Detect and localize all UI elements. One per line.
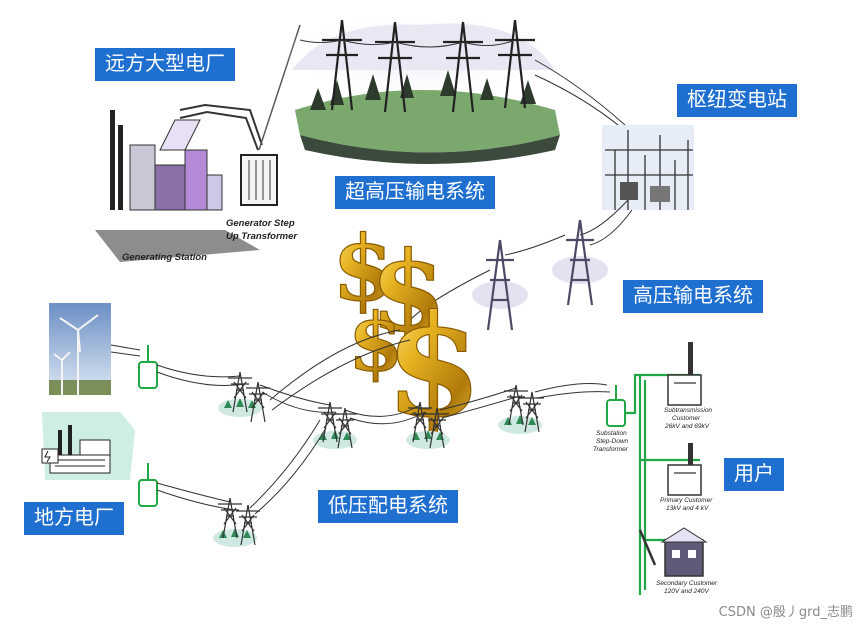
ehv-transmission-scene: [280, 10, 560, 164]
distribution-transformers: [138, 345, 626, 507]
label-users: 用户: [724, 458, 784, 491]
svg-text:$: $: [348, 295, 404, 389]
svg-text:$: $: [370, 227, 447, 356]
caption-step-up-line2: Up Transformer: [226, 231, 298, 242]
hub-substation: [602, 125, 694, 210]
label-local-plant: 地方电厂: [24, 502, 124, 535]
caption-primary-line2: 13kV and 4 kV: [666, 505, 709, 512]
caption-substation-line1: Substation: [596, 430, 627, 437]
dollar-sign-icon: $ $ $ $: [331, 215, 483, 449]
factory-icon: [41, 412, 135, 480]
label-remote-plant: 远方大型电厂: [95, 48, 235, 81]
caption-secondary-line1: Secondary Customer: [656, 580, 718, 587]
label-hv-transmission: 高压输电系统: [623, 280, 763, 313]
caption-substation-line2: Step-Down: [596, 438, 629, 445]
building-icon: [660, 342, 708, 577]
label-hub-substation: 枢纽变电站: [677, 84, 797, 117]
wind-turbine-icon: [49, 303, 111, 395]
label-ehv-transmission: 超高压输电系统: [335, 176, 495, 209]
label-lv-distribution: 低压配电系统: [318, 490, 458, 523]
distribution-lines: [156, 329, 611, 515]
watermark: CSDN @殷丿grd_志鹏: [718, 605, 853, 620]
step-up-transformer: [240, 24, 301, 206]
caption-subtransmission-line3: 26kV and 69kV: [665, 423, 710, 430]
svg-text:$: $: [385, 285, 482, 449]
caption-subtransmission-line1: Subtransmission: [664, 407, 713, 414]
caption-primary-line1: Primary Customer: [660, 497, 713, 504]
generating-station: [95, 103, 263, 262]
caption-secondary-line2: 120V and 240V: [664, 588, 709, 595]
hv-towers: [472, 219, 608, 331]
caption-step-up-line1: Generator Step: [226, 218, 295, 229]
svg-text:$: $: [332, 216, 395, 322]
caption-subtransmission-line2: Customer: [672, 415, 701, 422]
caption-substation-line3: Transformer: [593, 446, 628, 453]
caption-generating-station: Generating Station: [122, 252, 207, 263]
